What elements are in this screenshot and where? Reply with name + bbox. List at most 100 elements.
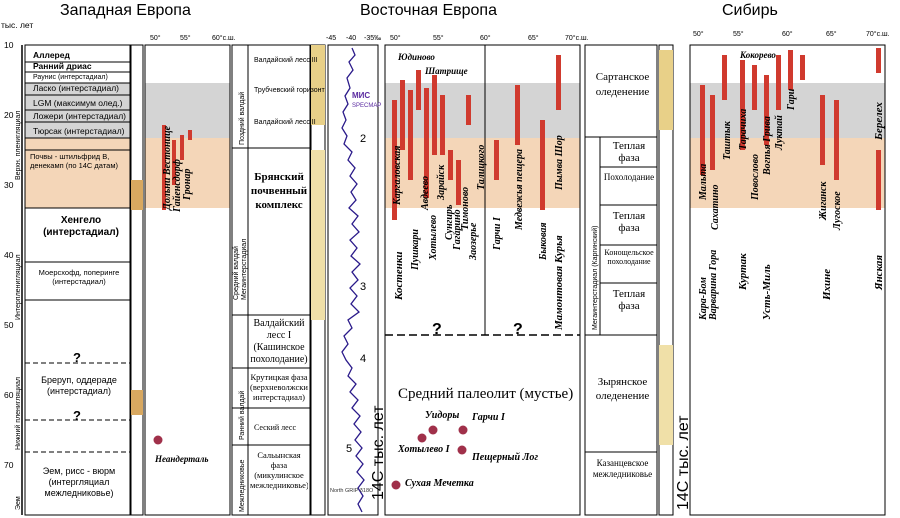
site-label: Таштык xyxy=(722,120,733,160)
site-label: Сухая Мечетка xyxy=(405,478,474,489)
unit-krutitsa: Крутицкая фаза (верхневолжский интерстад… xyxy=(250,372,308,402)
site-label: Гарчи I xyxy=(492,216,503,251)
mis-stage: 3 xyxy=(360,281,366,293)
unit-early-dryas: Ранний дриас xyxy=(33,61,92,71)
stage-early-valdai: Ранний валдай xyxy=(238,391,246,440)
unit-brorup: Бреруп, оддераде (интерстадиал) xyxy=(41,375,117,396)
site-label: Тимоново xyxy=(460,187,471,230)
site-bar xyxy=(540,120,545,210)
lat-tick: 60° xyxy=(782,30,793,38)
site-label: Берелех xyxy=(873,102,885,141)
unit-laugerie: Ложери (интерстадиал) xyxy=(33,111,126,121)
site-label: Уидоры xyxy=(425,410,459,421)
unit-eem: Эем, рисс - вюрм (интергляциал межледник… xyxy=(42,466,116,498)
site-label: Тарачиха xyxy=(738,109,749,150)
unit-alleroed: Аллеред xyxy=(33,50,70,60)
site-label: Усть-Миль xyxy=(761,264,773,320)
lat-tick: 50° xyxy=(150,34,161,42)
axis-14c-siberia: 14С тыс. лет xyxy=(675,415,692,510)
age-tick: 40 xyxy=(4,250,14,260)
unit-kazantsevo: Казанцевское межледниковье xyxy=(592,458,653,479)
lgm-band-east xyxy=(385,83,580,138)
stage-megainterstadial: Мегаинтерстадиал xyxy=(241,239,248,300)
site-bar xyxy=(515,85,520,145)
site-bar xyxy=(764,75,769,145)
site-label: Кокорево xyxy=(739,50,776,60)
header-west: Западная Европа xyxy=(60,2,191,19)
question-west-2: ? xyxy=(73,408,81,423)
site-bar xyxy=(466,95,471,125)
unit-trubchev: Трубчевский горизонт xyxy=(254,86,326,94)
site-label: Пушкари xyxy=(410,229,421,271)
site-label: Куртак xyxy=(737,253,749,291)
site-bar xyxy=(494,140,499,180)
site-bar xyxy=(752,65,757,110)
unit-sesky: Сеский лесс xyxy=(254,423,296,432)
valdai-litho xyxy=(311,150,325,320)
site-bar xyxy=(392,100,397,220)
site-label: Гронар xyxy=(182,169,193,201)
unit-lgm: LGM (максимум олед.) xyxy=(33,98,123,108)
axis-top-label: тыс. лет xyxy=(1,20,33,30)
site-label: Заозерье xyxy=(468,222,479,261)
unit-bryansk: Брянский почвенный комплекс xyxy=(250,171,308,211)
site-bar xyxy=(834,100,839,180)
site-label: Варварина Гора xyxy=(708,250,719,321)
lat-tick: 65° xyxy=(826,30,837,38)
lithology-strip-west xyxy=(130,44,144,516)
siberia-litho xyxy=(659,50,673,130)
lat-tick: 60° xyxy=(480,34,491,42)
isotope-tick: -40 xyxy=(346,35,356,42)
question-east-1: ? xyxy=(432,321,442,338)
unit-valdai-1: Валдайский лесс I (Кашинское похолодание… xyxy=(250,318,308,365)
stage-middle-valdai: Средний валдай xyxy=(232,246,240,300)
lgm-band-west-map xyxy=(145,83,230,138)
lat-tick: 50° xyxy=(390,34,401,42)
unit-raunis: Раунис (интерстадиал) xyxy=(33,74,108,81)
stage-interglacial: Межледниковье xyxy=(239,460,246,512)
mis-stage: 4 xyxy=(360,353,366,365)
lat-tick: 70°с.ш. xyxy=(565,34,589,42)
isotope-tick: -45 xyxy=(326,35,336,42)
middle-paleolithic-label: Средний палеолит (мустье) xyxy=(398,386,573,402)
unit-valdai-2: Валдайский лесс II xyxy=(254,118,316,126)
site-label: Янская xyxy=(873,255,885,291)
site-label: Гагарино xyxy=(452,209,463,251)
isotope-panel: -45 -40 -35‰ МИС SPECMAP North GRIP δ18O… xyxy=(326,35,387,516)
site-bar xyxy=(776,55,781,110)
lat-tick: 70°с.ш. xyxy=(866,30,890,38)
lat-tick: 50° xyxy=(693,30,704,38)
site-label: Сахатино xyxy=(710,185,721,231)
unit-cooling: Похолодание xyxy=(603,172,655,182)
site-label: Сунгирь xyxy=(444,204,455,240)
site-marker xyxy=(458,425,468,435)
mis-stage: 5 xyxy=(346,443,352,455)
site-label: Луктай xyxy=(774,115,785,151)
site-bar xyxy=(400,80,405,150)
site-label: Талицкого xyxy=(476,145,487,190)
site-label: Гари xyxy=(786,88,797,111)
unit-konoshchel: Конощельское похолодание xyxy=(604,248,654,266)
site-label: Быковая xyxy=(538,222,549,261)
siberia-site-panel: 14С тыс. лет 50° 55° 60° 65° 70°с.ш. Кок… xyxy=(675,30,890,516)
site-label: Авдеево xyxy=(420,176,431,211)
site-bar xyxy=(424,88,429,198)
warm-band-west-map xyxy=(145,138,230,208)
site-bar xyxy=(700,85,705,175)
unit-sartan: Сартанское оледенение xyxy=(595,71,650,98)
site-bar xyxy=(876,48,881,73)
site-label: Гайенсдорф xyxy=(172,159,183,213)
stage-karginsky: Мегаинтерстадиал (Каргинский) xyxy=(591,226,599,330)
site-label: Жиганск xyxy=(818,181,829,221)
site-label: Неандерталь xyxy=(154,454,208,464)
site-bar xyxy=(722,55,727,100)
site-bar xyxy=(180,135,184,160)
unit-hengelo: Хенгело (интерстадиал) xyxy=(43,215,119,238)
warm-band-siberia xyxy=(690,138,885,208)
site-bar xyxy=(556,55,561,110)
site-label: Лугоское xyxy=(832,191,843,231)
site-label: Медвежья пещера xyxy=(514,149,525,231)
isotope-tick: -35‰ xyxy=(364,35,381,42)
site-bar xyxy=(162,125,166,210)
